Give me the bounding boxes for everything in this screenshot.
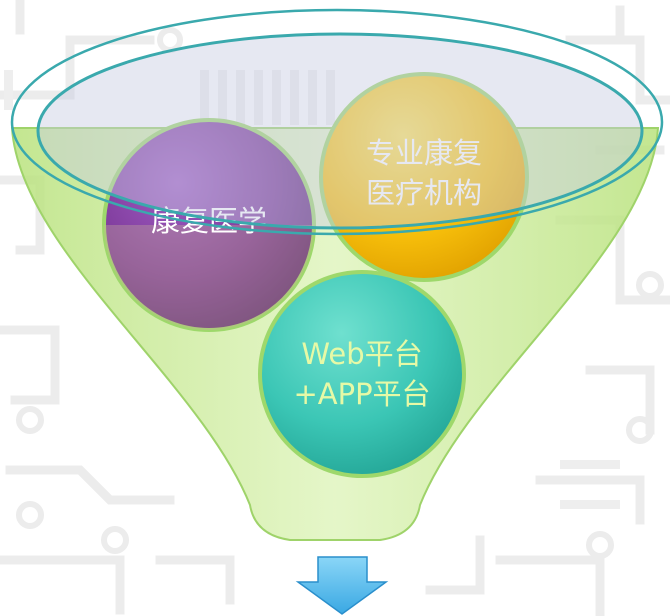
circle-rehab-medicine-label: 康复医学 [151,204,267,238]
circle-label-line: 康复医学 [151,204,267,238]
circle-label-line: +APP平台 [293,377,430,411]
circuit-pins [4,70,620,509]
circle-label-line: 医疗机构 [366,176,482,210]
circle-web-app-platform: Web平台 +APP平台 [258,270,466,478]
circle-label-line: 专业康复 [366,136,482,170]
circle-label-line: Web平台 [301,337,422,371]
circle-web-app-platform-label: Web平台 +APP平台 [293,337,430,411]
funnel-mouth [36,32,644,230]
down-arrow-icon [295,556,389,615]
circle-rehab-institutions-label: 专业康复医疗机构 [366,136,482,210]
funnel-rim [10,8,664,236]
